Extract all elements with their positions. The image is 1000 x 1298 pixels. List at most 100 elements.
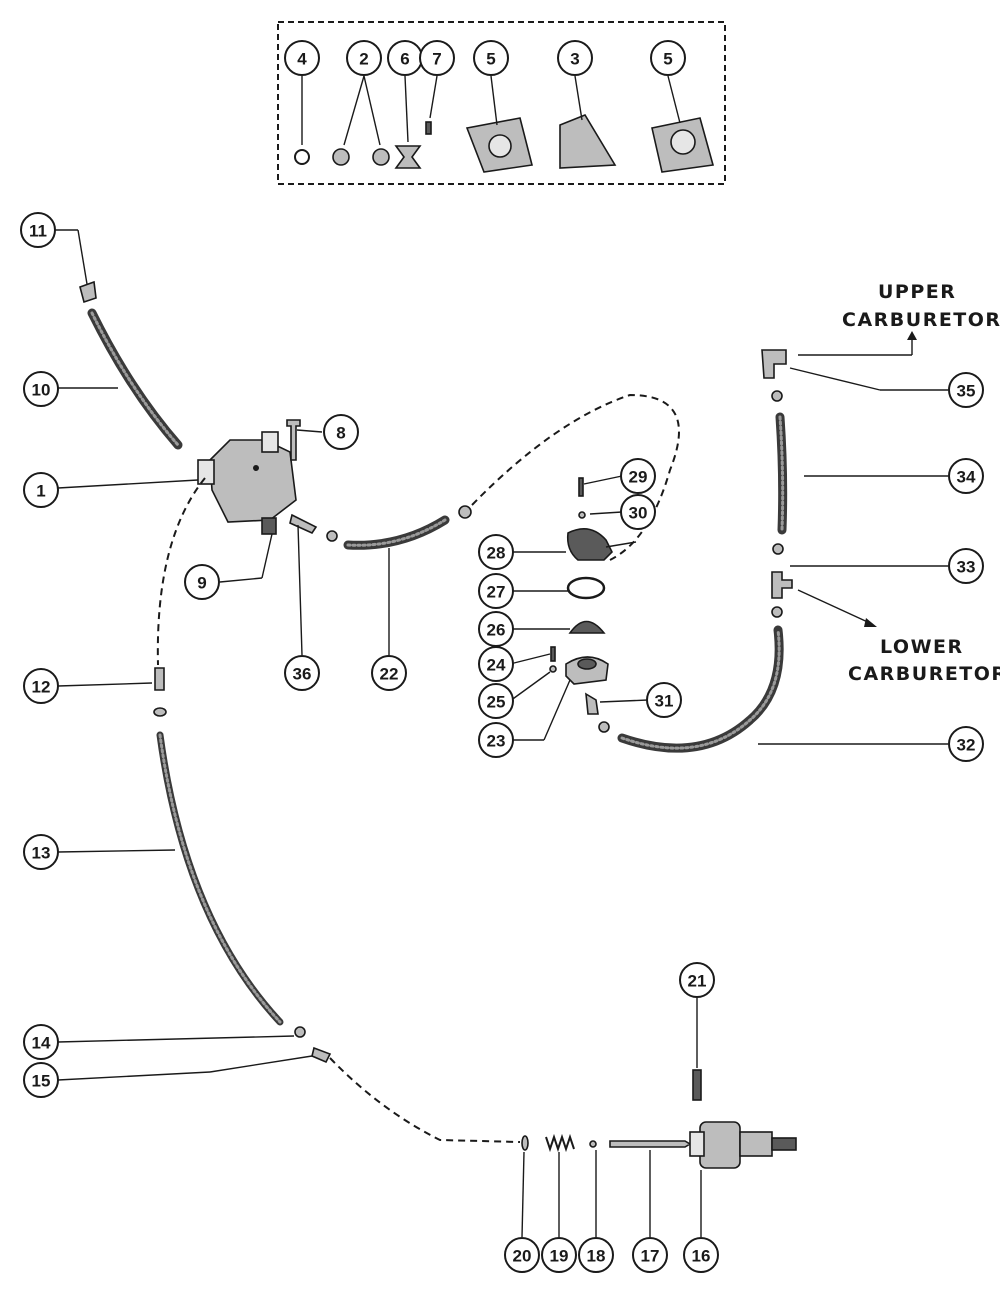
part-valve-2a: [332, 148, 350, 166]
part-diaphragm-3: [559, 114, 617, 169]
callout-32: 32: [948, 726, 984, 762]
callout-17: 17: [632, 1237, 668, 1273]
part-elbow-11: [79, 280, 97, 304]
callout-1: 1: [23, 472, 59, 508]
routing-line-upper: [471, 393, 680, 561]
callout-18: 18: [578, 1237, 614, 1273]
part-tee-33: [771, 571, 793, 599]
callout-number: 2: [359, 50, 368, 69]
callout-4: 4: [284, 40, 320, 76]
part-gasket-27: [566, 576, 606, 600]
callout-24: 24: [478, 646, 514, 682]
callout-16: 16: [683, 1237, 719, 1273]
kit-parts: [294, 114, 715, 173]
callout-3: 3: [557, 40, 593, 76]
callout-28: 28: [478, 534, 514, 570]
callout-number: 16: [692, 1247, 711, 1266]
part-o-ring-4: [294, 149, 310, 165]
callout-number: 23: [487, 732, 506, 751]
callout-5: 5: [473, 40, 509, 76]
part-pump-body-16: [689, 1121, 797, 1169]
part-fitting-15: [311, 1046, 332, 1064]
callout-number: 27: [487, 583, 506, 602]
callout-27: 27: [478, 573, 514, 609]
part-filter-26: [568, 620, 606, 634]
callout-number: 34: [957, 468, 976, 487]
callout-36: 36: [284, 655, 320, 691]
lower-carburetor-label-line1: LOWER: [880, 636, 964, 658]
part-cover-28: [566, 528, 613, 561]
callout-number: 30: [629, 504, 648, 523]
callout-number: 6: [400, 50, 409, 69]
callout-31: 31: [646, 682, 682, 718]
part-screw-7: [425, 121, 432, 135]
callout-33: 33: [948, 548, 984, 584]
callout-number: 35: [957, 382, 976, 401]
upper-carburetor-label-line2: CARBURETOR: [842, 309, 1000, 331]
fuel-pump-1: [197, 431, 297, 535]
callout-number: 13: [32, 844, 51, 863]
callout-2: 2: [346, 40, 382, 76]
callout-number: 10: [32, 381, 51, 400]
callout-number: 7: [432, 50, 441, 69]
part-bolt-8: [286, 419, 301, 461]
part-washer-30: [578, 511, 586, 519]
callout-number: 19: [550, 1247, 569, 1266]
part-retainer-6: [394, 145, 422, 169]
callout-29: 29: [620, 458, 656, 494]
part-ball-18: [589, 1140, 597, 1148]
callout-11: 11: [20, 212, 56, 248]
callout-5: 5: [650, 40, 686, 76]
callout-number: 8: [336, 424, 345, 443]
callout-12: 12: [23, 668, 59, 704]
callout-number: 20: [513, 1247, 532, 1266]
callout-15: 15: [23, 1062, 59, 1098]
callout-number: 26: [487, 621, 506, 640]
callout-number: 33: [957, 558, 976, 577]
hose-22: [343, 515, 450, 550]
part-spring-19: [545, 1133, 575, 1153]
callout-number: 1: [36, 482, 45, 501]
callout-number: 21: [688, 972, 707, 991]
callout-19: 19: [541, 1237, 577, 1273]
callout-number: 29: [629, 468, 648, 487]
callout-25: 25: [478, 683, 514, 719]
callout-number: 25: [487, 693, 506, 712]
hose-13: [156, 731, 284, 1026]
callout-number: 31: [655, 692, 674, 711]
callout-34: 34: [948, 458, 984, 494]
part-seal-20: [521, 1135, 529, 1151]
callout-7: 7: [419, 40, 455, 76]
part-washer-25: [549, 665, 557, 673]
callout-9: 9: [184, 564, 220, 600]
hose-10: [87, 308, 183, 450]
hose-32: [617, 625, 784, 753]
callout-number: 24: [487, 656, 506, 675]
upper-carburetor-label-line1: UPPER: [878, 281, 956, 303]
callout-number: 14: [32, 1034, 51, 1053]
callout-number: 18: [587, 1247, 606, 1266]
callout-8: 8: [323, 414, 359, 450]
callout-21: 21: [679, 962, 715, 998]
part-screw-24: [550, 646, 556, 662]
part-screw-21: [692, 1069, 702, 1101]
lower-carburetor-label-line2: CARBURETOR: [848, 663, 1000, 685]
part-elbow-35: [761, 349, 787, 379]
callout-number: 9: [197, 574, 206, 593]
callout-20: 20: [504, 1237, 540, 1273]
callout-number: 15: [32, 1072, 51, 1091]
part-rod-17: [609, 1140, 692, 1148]
callout-number: 5: [663, 50, 672, 69]
callout-35: 35: [948, 372, 984, 408]
callout-26: 26: [478, 611, 514, 647]
part-valve-2b: [372, 148, 390, 166]
callout-number: 32: [957, 736, 976, 755]
callout-number: 5: [486, 50, 495, 69]
callout-number: 28: [487, 544, 506, 563]
callout-30: 30: [620, 494, 656, 530]
callout-14: 14: [23, 1024, 59, 1060]
callout-number: 4: [297, 50, 307, 69]
routing-line-left: [156, 477, 206, 666]
